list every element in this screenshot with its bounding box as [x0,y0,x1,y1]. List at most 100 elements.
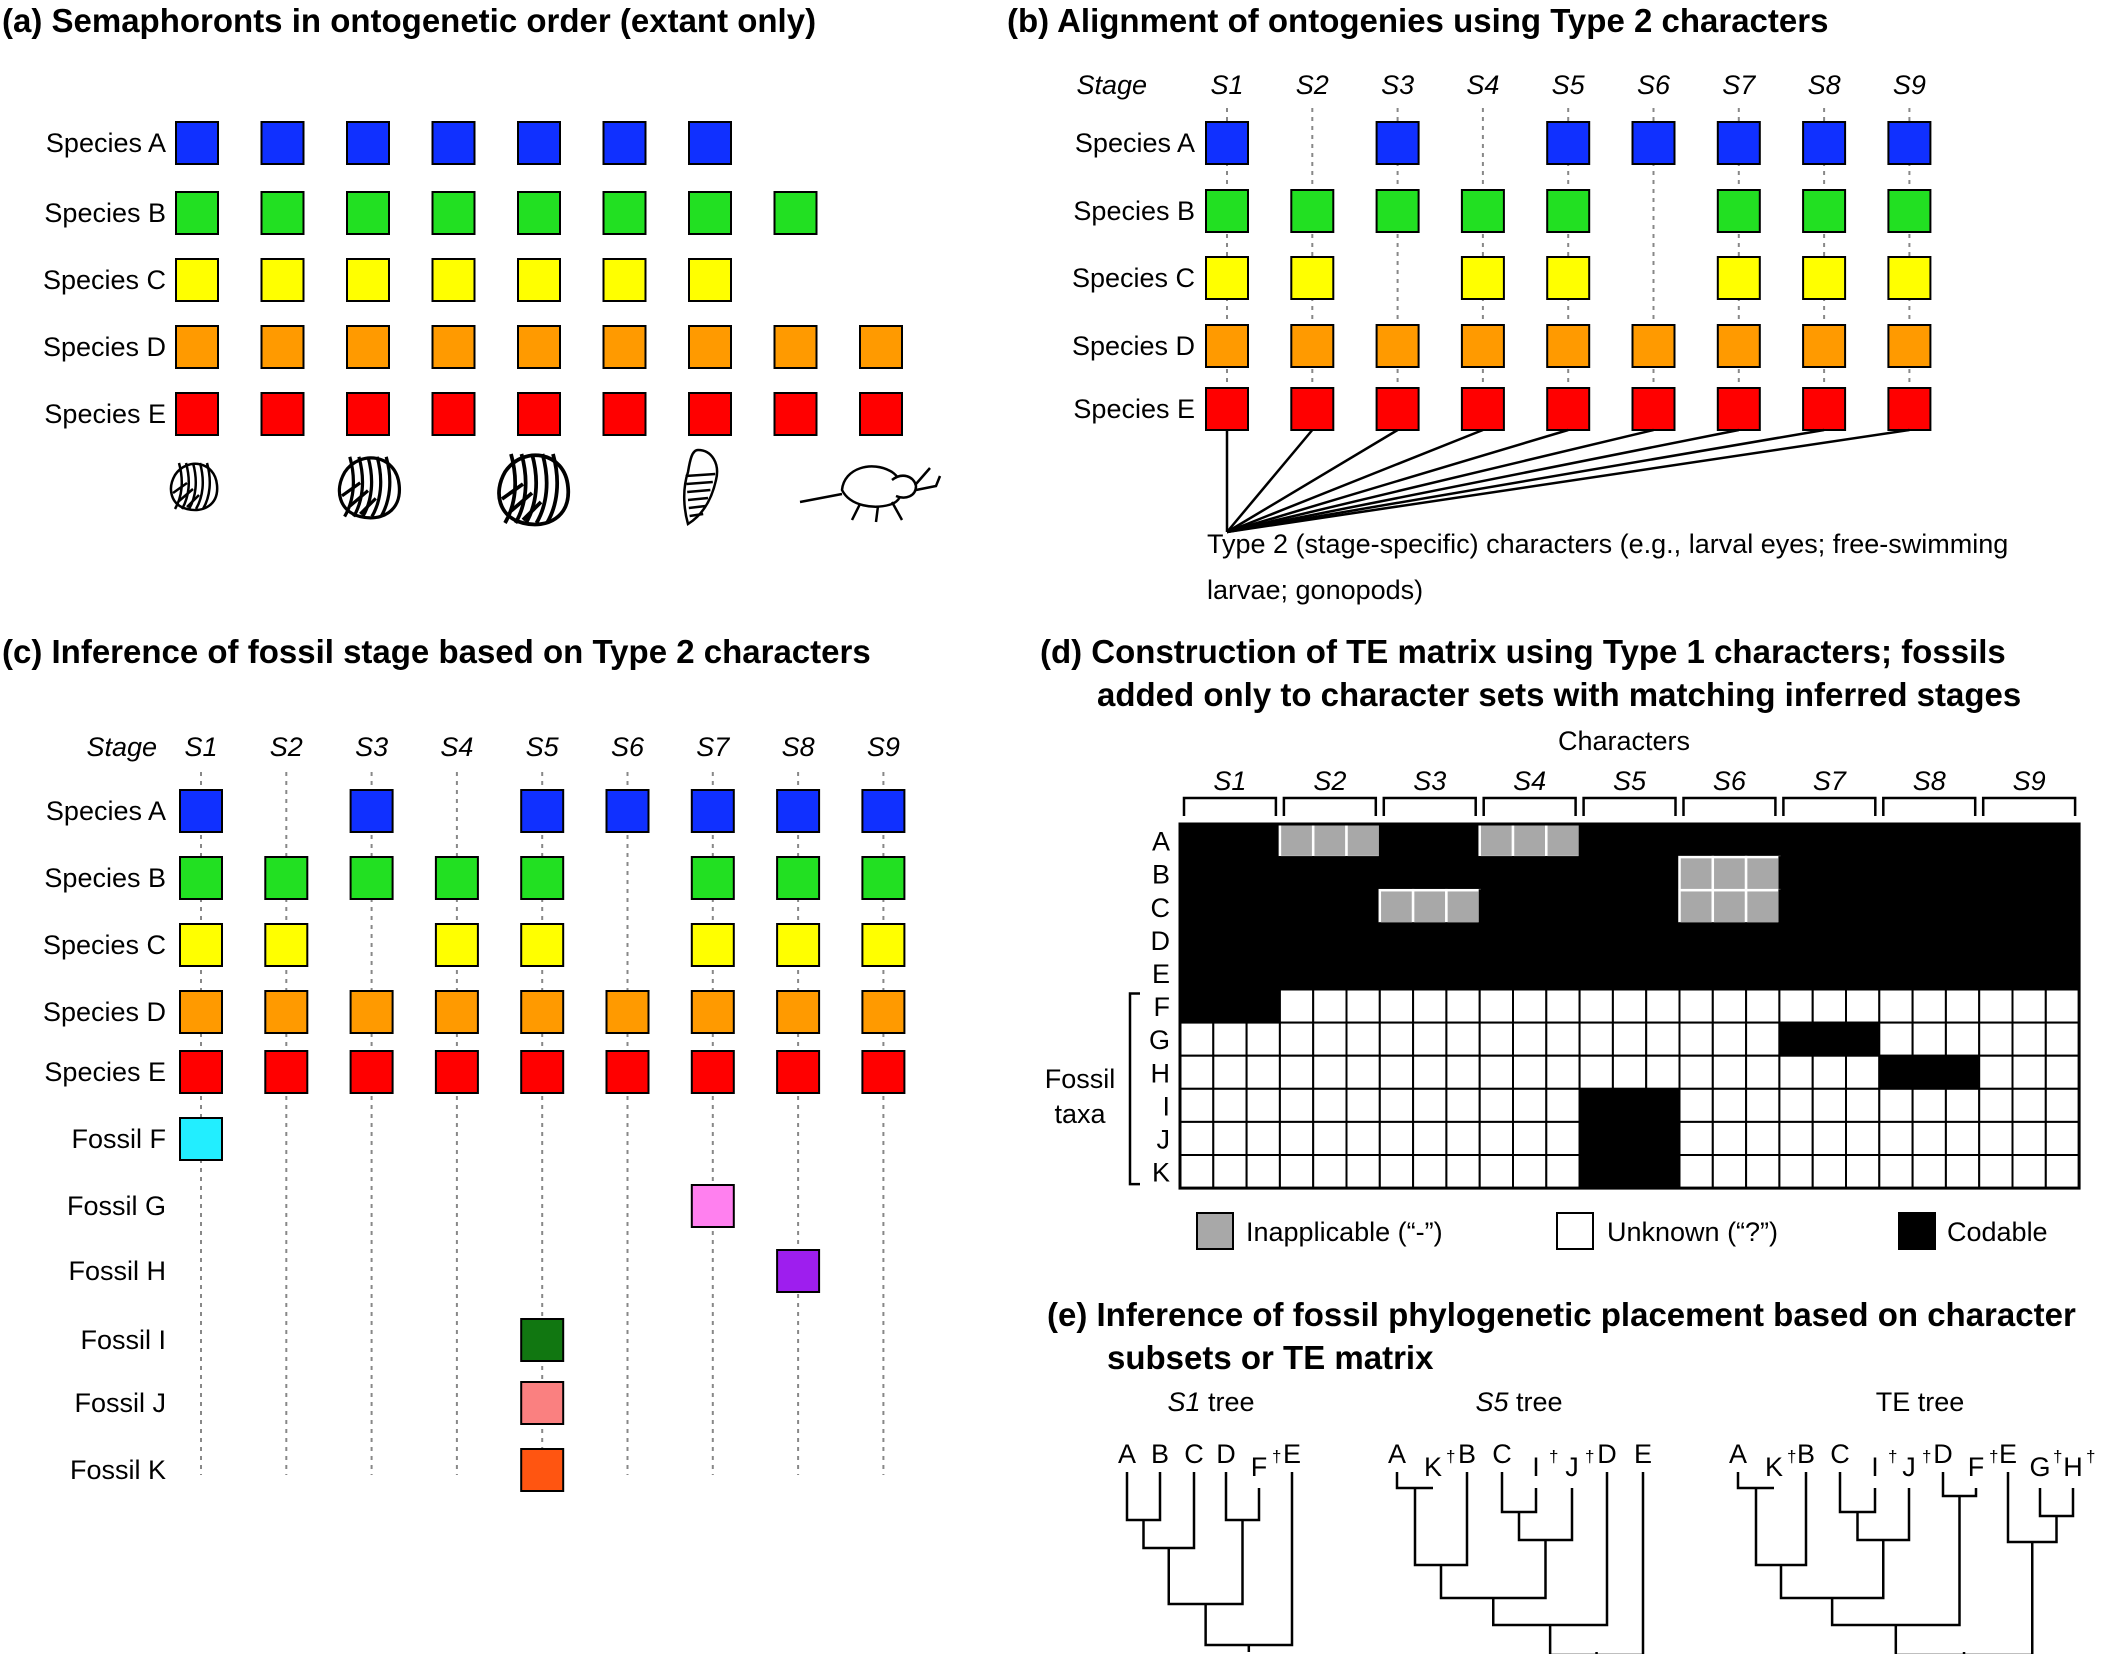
semaphoront-square [346,392,390,436]
stage-group-label: S8 [1913,766,1946,796]
species-label: Species A [1075,128,1195,158]
tree-leaf-label: D [1597,1439,1617,1469]
species-label: Species B [44,198,166,228]
matrix-cell [1312,955,1348,991]
semaphoront-square [1887,387,1932,431]
matrix-cell [1978,1054,2014,1090]
semaphoront-square [690,856,735,900]
semaphoront-square [602,392,647,436]
species-label: Species A [46,128,166,158]
matrix-cell [1811,1054,1847,1090]
matrix-cell [1744,888,1781,925]
semaphoront-square [175,392,219,436]
semaphoront-square [1375,189,1420,233]
panel-e-title-line-2: subsets or TE matrix [1107,1339,1434,1376]
beetle-elytra [840,465,903,508]
matrix-cell [1878,1054,1914,1090]
semaphoront-square [175,121,219,165]
matrix-cell [1345,889,1381,925]
matrix-cell [1611,1154,1648,1190]
matrix-cell [1545,1087,1581,1123]
semaphoront-square [859,392,903,436]
panel-d-title-line-1: (d) Construction of TE matrix using Type… [1040,633,2006,670]
semaphoront-square [1716,256,1761,300]
fossil-square [520,1381,565,1425]
stage-group-bracket [1582,796,1677,816]
matrix-cell [1212,856,1248,892]
matrix-cell [1978,1087,2014,1123]
fossil-taxa-label-1: Fossil [1045,1064,1116,1094]
matrix-cell [1511,822,1548,859]
matrix-cell [1578,988,1614,1024]
fossil-bracket [1128,992,1140,1186]
fossil-dagger: † [2086,1447,2095,1466]
matrix-cell [1811,1120,1847,1157]
semaphoront-square [688,258,732,302]
matrix-cell [1778,856,1814,892]
matrix-cell [1545,822,1581,859]
stage-group-bracket [1282,796,1378,816]
fossil-dagger: † [1922,1447,1931,1466]
panel-a-title: (a) Semaphoronts in ontogenetic order (e… [2,2,816,39]
tree-leaf-label: E [1283,1439,1301,1469]
matrix-cell [1278,1087,1315,1123]
semaphoront-square [179,1050,223,1094]
fossil-taxa-label-2: taxa [1054,1099,1106,1129]
matrix-cell [1545,955,1581,991]
matrix-cell [1944,922,1981,958]
semaphoront-square [690,923,735,967]
matrix-cell [1212,1087,1248,1123]
matrix-cell [1545,922,1581,958]
semaphoront-square [1546,387,1591,431]
matrix-cell [1245,988,1281,1024]
fossil-label: Fossil F [72,1124,167,1154]
matrix-cell [2044,922,2081,958]
matrix-cell [1611,1087,1648,1123]
matrix-cell [1512,1120,1548,1157]
matrix-cell [1412,1021,1448,1057]
matrix-cell [1212,889,1248,925]
matrix-cell [2044,889,2081,925]
tree-branch [1894,1542,2034,1654]
tree-leaf-label: B [1797,1439,1815,1469]
matrix-cell [1944,1054,1981,1090]
stage-group-bracket [1682,796,1777,816]
matrix-cell [1845,922,1881,958]
matrix-cell [1611,988,1648,1024]
matrix-cell [1578,1087,1614,1123]
type2-note-line-1: Type 2 (stage-specific) characters (e.g.… [1207,529,2008,559]
matrix-cell [1478,1054,1514,1090]
matrix-cell [1278,1054,1315,1090]
tree-leaf-label: I [1532,1452,1540,1482]
tree-branch [1492,1472,1609,1627]
semaphoront-square [1716,189,1761,233]
matrix-cell [1412,955,1448,991]
semaphoront-square [431,258,476,302]
matrix-cell [1845,955,1881,991]
matrix-row-label: K [1152,1158,1170,1188]
matrix-cell [1378,1054,1415,1090]
pupa-segment [687,496,709,502]
matrix-cell [1944,856,1981,892]
matrix-cell [1711,1054,1748,1090]
semaphoront-square [1887,324,1932,368]
stage-label: S1 [1210,70,1243,100]
matrix-cell [1345,1087,1381,1123]
matrix-cell [1845,1021,1881,1057]
fossil-dagger: † [1888,1447,1897,1466]
matrix-cell [1944,988,1981,1024]
tree-branch [1830,1496,1961,1627]
matrix-cell [1212,955,1248,991]
matrix-cell [1412,1054,1448,1090]
matrix-cell [1378,922,1415,958]
larva-legs [341,481,377,516]
matrix-cell [1278,822,1315,859]
matrix-cell [1978,856,2014,892]
matrix-cell [1745,1021,1781,1057]
stage-label: S7 [696,732,730,762]
matrix-cell [1378,1087,1415,1123]
semaphoront-square [1205,324,1249,368]
tree-leaf-label: D [1216,1439,1236,1469]
fan-line [1226,428,1654,534]
